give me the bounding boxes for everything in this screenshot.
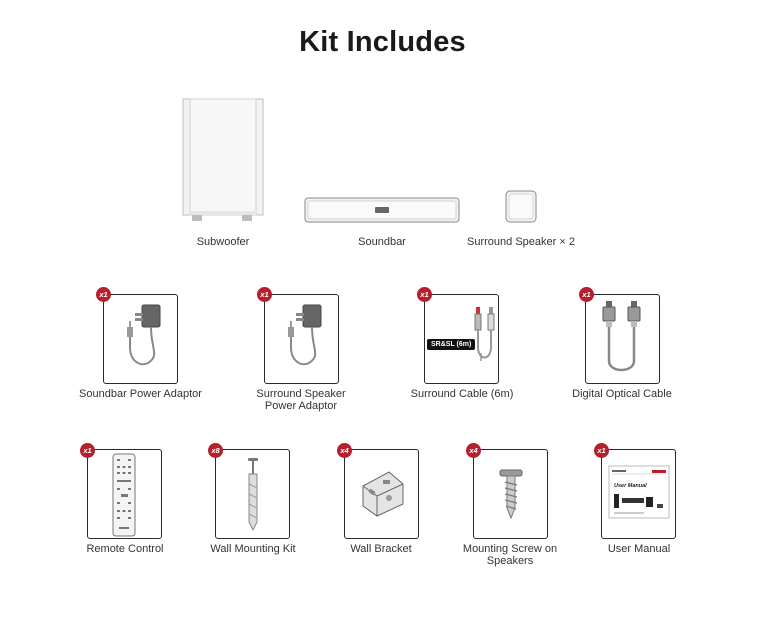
cable-tag-label: SR&SL (6m): [431, 341, 472, 348]
mounting-screw-box: [473, 449, 548, 539]
digital-optical-cable-label: Digital Optical Cable: [572, 388, 672, 400]
remote-control-icon: [112, 453, 136, 537]
user-manual-label: User Manual: [607, 543, 671, 555]
surround-speaker-power-adaptor-box: [264, 294, 339, 384]
quantity-badge: x8: [208, 443, 223, 458]
quantity-badge: x4: [337, 443, 352, 458]
rca-cable-icon: [474, 307, 495, 361]
remote-control-label: Remote Control: [86, 543, 164, 555]
power-adaptor-icon: [288, 304, 322, 366]
screw-icon: [499, 469, 523, 520]
quantity-badge: x1: [579, 287, 594, 302]
wall-bracket-label: Wall Bracket: [350, 543, 412, 555]
soundbar-power-adaptor-label: Soundbar Power Adaptor: [79, 388, 202, 400]
surround-cable-label: Surround Cable (6m): [410, 388, 514, 400]
mounting-screw-label: Mounting Screw on Speakers: [450, 543, 570, 567]
quantity-badge: x1: [80, 443, 95, 458]
power-adaptor-icon: [127, 304, 161, 366]
quantity-badge: x1: [417, 287, 432, 302]
label-line: Surround Speaker: [256, 388, 346, 400]
wall-bracket-box: [344, 449, 419, 539]
manual-cover-title: User Manual: [614, 483, 647, 489]
quantity-badge: x1: [594, 443, 609, 458]
subwoofer-icon: [182, 98, 264, 221]
wall-mounting-kit-box: [215, 449, 290, 539]
user-manual-icon: [608, 465, 670, 519]
page-title: Kit Includes: [299, 26, 466, 58]
surround-speaker-image: [505, 190, 537, 224]
remote-control-box: [87, 449, 162, 539]
wall-anchor-icon: [248, 458, 258, 532]
wall-mounting-kit-label: Wall Mounting Kit: [210, 543, 296, 555]
subwoofer-label: Subwoofer: [196, 236, 250, 248]
surround-speaker-icon: [505, 190, 537, 223]
soundbar-label: Soundbar: [358, 236, 406, 248]
quantity-badge: x1: [96, 287, 111, 302]
surround-speaker-power-adaptor-label: Surround Speaker Power Adaptor: [236, 388, 366, 412]
label-line: Power Adaptor: [264, 400, 338, 412]
soundbar-image: [304, 196, 460, 224]
label-line: Mounting Screw on: [462, 543, 558, 555]
quantity-badge: x1: [257, 287, 272, 302]
cable-tag: SR&SL (6m): [427, 339, 476, 350]
surround-speaker-label: Surround Speaker × 2: [467, 236, 575, 248]
optical-cable-icon: [602, 301, 641, 372]
user-manual-box: User Manual: [601, 449, 676, 539]
soundbar-icon: [304, 197, 460, 223]
surround-cable-box: SR&SL (6m): [424, 294, 499, 384]
subwoofer-image: [182, 98, 264, 224]
quantity-badge: x4: [466, 443, 481, 458]
soundbar-power-adaptor-box: [103, 294, 178, 384]
digital-optical-cable-box: [585, 294, 660, 384]
label-line: Speakers: [486, 555, 534, 567]
wall-bracket-icon: [362, 471, 404, 517]
